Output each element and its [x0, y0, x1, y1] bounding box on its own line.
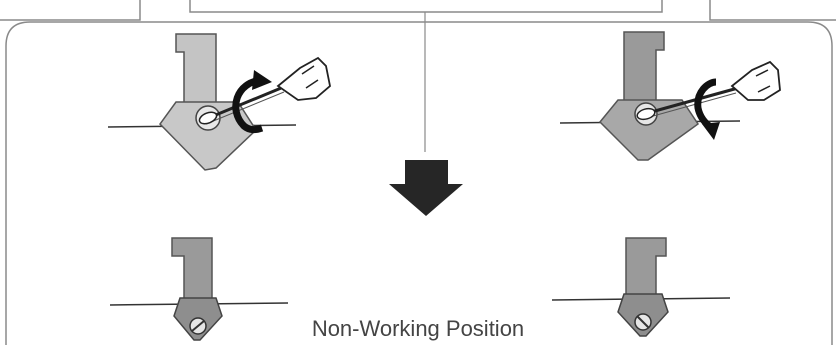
stylus-tab — [171, 237, 213, 301]
screwdriver-shaft — [205, 84, 287, 121]
bottom-right-figure — [551, 237, 731, 337]
bottom-left-figure — [109, 237, 289, 341]
stylus-tab — [175, 33, 217, 105]
top-left-figure — [107, 33, 331, 171]
caption: Non-Working Position — [0, 316, 836, 342]
screwdriver-tip — [198, 111, 218, 125]
screwdriver-handle — [730, 60, 781, 101]
stylus-tab — [623, 31, 665, 105]
down-arrow — [389, 160, 463, 216]
screwdriver-tip — [636, 107, 656, 121]
rotation-arrow — [232, 76, 264, 134]
top-right-partial-box — [709, 0, 836, 21]
screwdriver-shaft — [643, 86, 739, 116]
screwdriver-handle — [276, 56, 331, 101]
cartridge-body — [598, 99, 700, 161]
panel-frame — [5, 21, 833, 345]
stylus-tab — [625, 237, 667, 297]
top-right-figure — [559, 31, 781, 161]
caption-text: Non-Working Position — [308, 316, 528, 341]
top-left-partial-box — [0, 0, 141, 21]
top-center-partial-box — [189, 0, 663, 13]
